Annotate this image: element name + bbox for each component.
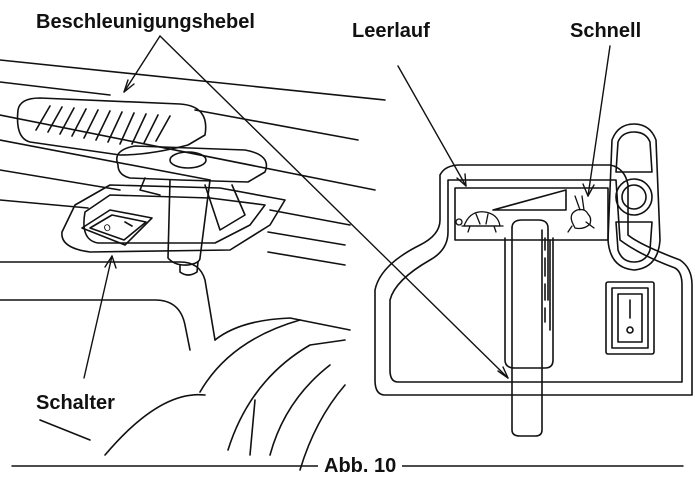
arrow-switch (83, 255, 113, 379)
label-switch: Schalter (36, 392, 115, 414)
accelerator-lever (116, 145, 268, 276)
switch-right-view (605, 281, 655, 355)
svg-text:O: O (103, 223, 113, 235)
leader-lines (83, 35, 611, 379)
figure-caption: Abb. 10 (318, 456, 403, 476)
switch-left-view: O (81, 209, 153, 246)
arrow-fast (587, 45, 611, 197)
dashboard-left-view: O (0, 59, 386, 471)
speed-slider-lever (504, 219, 554, 437)
arrow-idle (397, 65, 467, 187)
arrow-accelerator-pedal (123, 35, 161, 93)
label-accelerator: Beschleunigungshebel (36, 11, 255, 33)
lever-base-plate (61, 184, 286, 253)
direction-pad (607, 123, 661, 271)
label-fast: Schnell (570, 20, 642, 42)
speed-indicator-panel (454, 187, 609, 241)
rabbit-icon (567, 195, 595, 233)
console-right-view (374, 123, 693, 437)
label-idle: Leerlauf (352, 20, 430, 42)
accelerator-pedal (16, 97, 207, 156)
arrow-accelerator-lever (159, 35, 509, 379)
turtle-icon (455, 211, 504, 233)
